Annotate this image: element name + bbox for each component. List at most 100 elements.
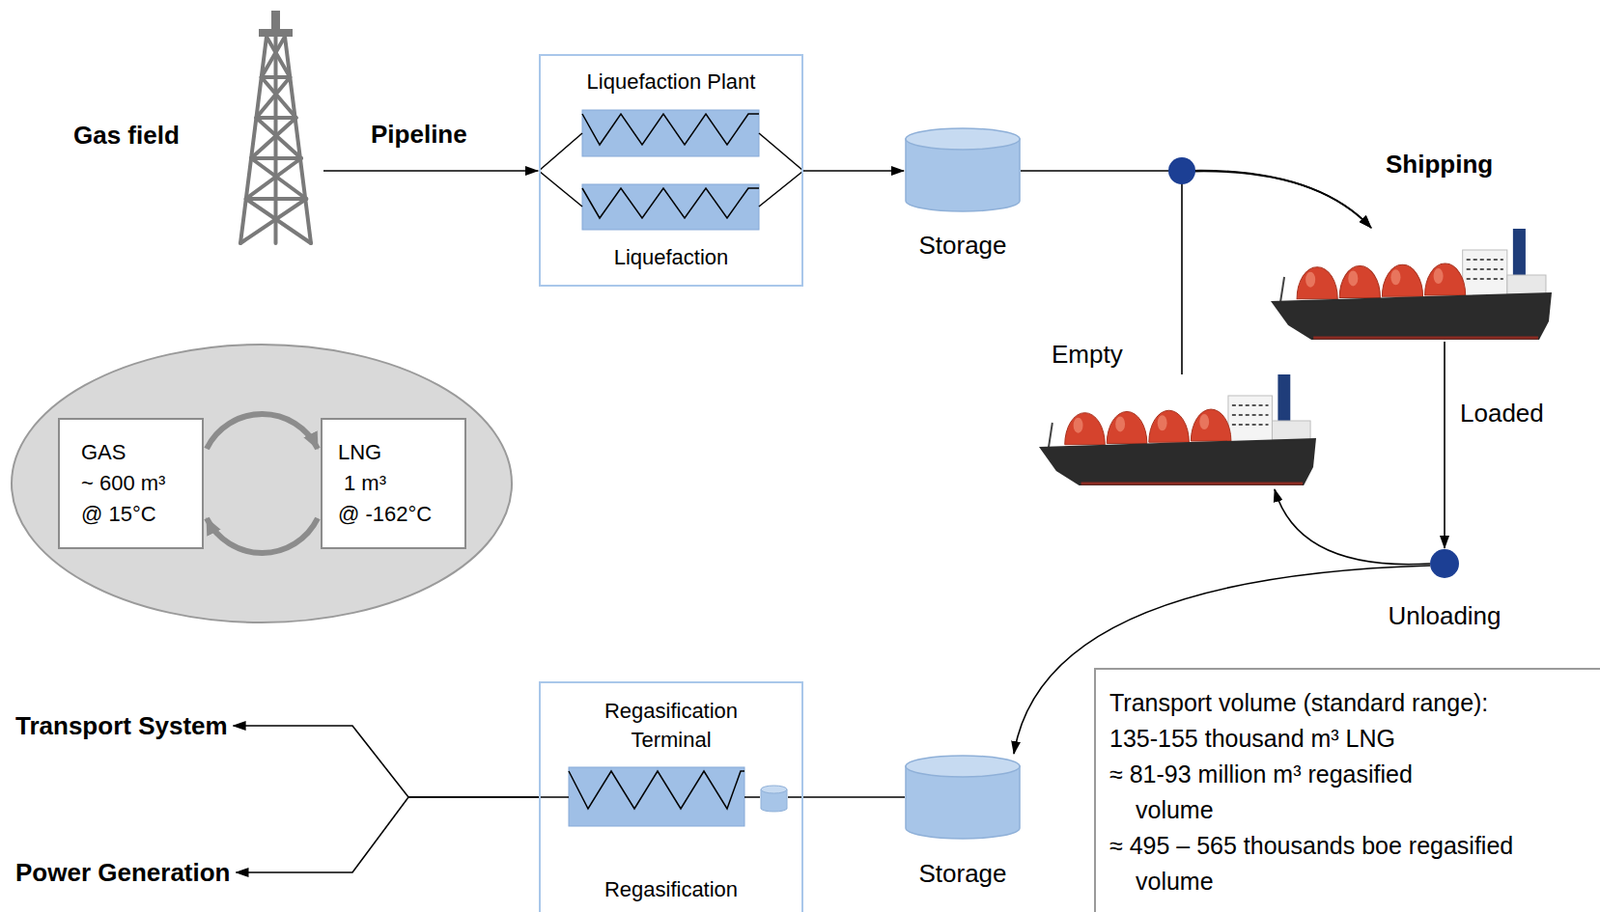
ship-tank-shine [1157,415,1168,431]
storage-tank [904,127,1021,213]
small-tank-top [760,785,787,794]
gas-state-box: GAS~ 600 m³@ 15°C [57,418,204,550]
heat-exchanger [568,767,745,827]
ship-bridge [1228,395,1273,445]
derrick-brace [251,156,302,161]
ship-windows [1232,423,1269,426]
flow-arrow [1020,170,1372,228]
ship-tank [1065,413,1106,446]
derrick-platform [258,28,293,37]
flow-arrow [1274,489,1431,565]
derrick-brace [246,196,307,201]
derrick-brace [261,77,297,118]
derrick-brace [266,36,290,78]
node-label: Liquefaction [614,244,730,272]
flow-arrow [803,169,904,172]
loaded-ship: Shipping [1270,228,1552,342]
node-label: Empty [1051,339,1123,369]
cycle-arrow [206,414,318,450]
node-label: 1 m³ [343,468,387,500]
node-label: LNG [337,437,382,469]
derrick-top [271,10,281,30]
tank-top [905,756,1020,778]
tank-top [905,128,1020,150]
node-label: GAS [81,437,126,469]
node-label: Regasification [604,875,738,905]
power-generation-output: Power Generation [15,858,231,888]
node-label: ~ 600 m³ [81,468,166,500]
ship-tank-shine [1073,418,1084,434]
ship-deckhouse [1271,421,1311,441]
ship-tank [1149,410,1190,443]
cycle-arrow [206,518,318,554]
lng-ship [1270,228,1552,342]
exchanger-coil [582,113,759,145]
node-label: Gas field [73,120,180,150]
ship-hull [1038,438,1317,486]
ship-windows [1466,278,1504,281]
ship-tank [1425,263,1466,296]
gas-field: Gas field [67,9,324,247]
ship-tank-shine [1305,272,1316,288]
node-label: ≈ 495 – 565 thousands boe regasified vol… [1109,828,1544,900]
unloading-junction: Unloading [1430,549,1460,579]
heat-exchanger [582,110,759,157]
node-label: Regasification Terminal [574,697,768,756]
storage-tank-node: Storage [904,755,1021,891]
flow-arrow [803,796,905,799]
node-label: Transport System [15,711,228,741]
ship-bridge [1462,250,1508,299]
edge-label-holder: Loaded [1459,398,1544,428]
flow-arrow [1443,341,1446,549]
ship-tank [1296,267,1338,300]
derrick-brace [255,77,290,118]
flow-arrow [1181,170,1372,375]
pipe-line [744,796,760,799]
ship-tank [1339,265,1380,298]
empty-ship: Empty [1038,374,1317,488]
ship-waterline [1081,482,1304,486]
split-line [758,133,804,171]
exchanger-coil [568,771,745,810]
lng-ship [1038,374,1317,488]
gas-derrick [240,36,311,244]
node-label: @ 15°C [81,499,157,531]
storage-tank [904,755,1021,841]
ship-mast [1048,422,1053,449]
ship-hull [1270,292,1552,340]
node-label: Transport volume (standard range): [1109,685,1488,722]
ship-tank-shine [1390,269,1401,285]
pipe-line [787,796,804,799]
lng-state-box: LNG1 m³@ -162°C [320,418,467,550]
ship-tank [1381,264,1423,297]
derrick-brace [251,117,297,159]
split-line [758,170,804,207]
ship-tank-shine [1115,416,1125,432]
ship-tank-shine [1433,268,1444,284]
node-label: 135-155 thousand m³ LNG [1109,721,1396,758]
derrick-brace [240,198,307,244]
edge-label-holder: Pipeline [370,119,468,149]
flow-arrow [236,797,540,873]
derrick-brace [251,158,307,199]
node-label: Unloading [1387,601,1501,631]
node-label: ≈ 81-93 million m³ regasified volume [1109,757,1429,829]
split-lines [538,133,804,207]
ship-windows [1232,414,1269,417]
split-line [538,133,583,171]
derrick-brace [261,75,291,80]
edge-label: Pipeline [370,119,468,149]
derrick-brace [261,36,285,78]
derrick-brace [255,115,296,120]
node-label: Power Generation [15,858,231,888]
ship-windows [1466,268,1504,271]
ship-mast [1280,277,1285,303]
derrick-brace [246,158,302,199]
heat-exchanger [582,184,759,230]
pipe-line [538,796,569,799]
split-line [538,170,583,207]
regasification-terminal-box: Regasification TerminalRegasification [538,681,804,912]
transport-volume-note: Transport volume (standard range):135-15… [1094,668,1600,912]
